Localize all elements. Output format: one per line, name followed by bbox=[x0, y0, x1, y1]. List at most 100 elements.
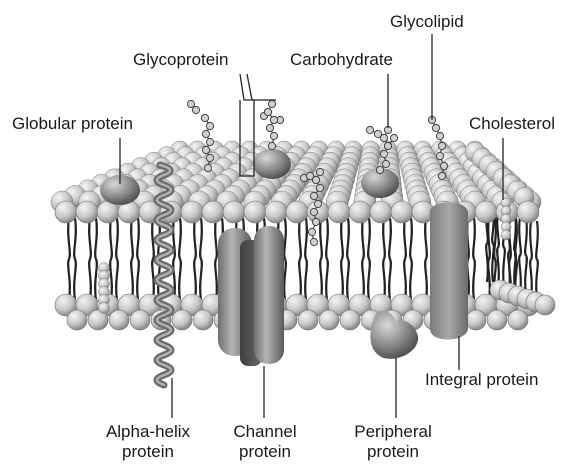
carbohydrate-chain-bead bbox=[380, 134, 387, 141]
alpha-helix-protein-label: Alpha-helix protein bbox=[98, 422, 198, 462]
lipid-tail bbox=[497, 209, 499, 286]
lipid-tail bbox=[110, 218, 112, 300]
phospholipid-head bbox=[172, 310, 192, 330]
phospholipid-head bbox=[328, 201, 350, 223]
phospholipid-head bbox=[55, 201, 77, 223]
cholesterol-unit bbox=[501, 230, 511, 240]
cholesterol-label: Cholesterol bbox=[469, 114, 555, 134]
glycoprotein-carbohydrate-bead bbox=[264, 108, 271, 115]
glycolipid-carbohydrate-bead bbox=[432, 124, 439, 131]
integral-protein bbox=[430, 202, 468, 339]
carbohydrate-chain-bead bbox=[206, 154, 213, 161]
alpha-helix-label-line1: Alpha-helix bbox=[98, 422, 198, 442]
carbohydrate-chain-bead bbox=[366, 126, 373, 133]
carbohydrate-chain-bead bbox=[204, 164, 211, 171]
channel-protein-label: Channel protein bbox=[220, 422, 310, 462]
phospholipid-head bbox=[181, 201, 203, 223]
lipid-tail bbox=[74, 218, 76, 300]
carbohydrate-chain-bead bbox=[316, 184, 323, 191]
glycoprotein-carbohydrate-bead bbox=[270, 116, 277, 123]
lipid-tail bbox=[368, 218, 370, 300]
carbohydrate-chain-bead bbox=[314, 200, 321, 207]
glycoprotein-carbohydrate-bead bbox=[270, 132, 277, 139]
lipid-tail bbox=[362, 218, 364, 300]
phospholipid-head bbox=[286, 201, 308, 223]
lipid-tail bbox=[95, 218, 97, 300]
glycolipid-carbohydrate-bead bbox=[438, 172, 445, 179]
phospholipid-head bbox=[319, 310, 339, 330]
phospholipid-head bbox=[517, 201, 539, 223]
glycolipid-carbohydrate-bead bbox=[438, 142, 445, 149]
phospholipid-head bbox=[508, 310, 528, 330]
carbohydrate-chain-bead bbox=[384, 142, 391, 149]
phospholipid-head bbox=[193, 310, 213, 330]
cholesterol-unit bbox=[99, 303, 110, 314]
phospholipid-head bbox=[349, 201, 371, 223]
carbohydrate-chain-bead bbox=[192, 106, 199, 113]
carbohydrate-chain-bead bbox=[308, 228, 315, 235]
phospholipid-head bbox=[466, 310, 486, 330]
lipid-tail bbox=[68, 218, 70, 300]
carbohydrate-chain-bead bbox=[202, 146, 209, 153]
lipid-tail bbox=[473, 218, 475, 300]
lipid-tail bbox=[326, 218, 328, 300]
lipid-tail bbox=[425, 218, 427, 300]
glycoprotein-carbohydrate-bead bbox=[268, 142, 275, 149]
lipid-tail bbox=[215, 218, 217, 300]
channel-label-line2: protein bbox=[220, 442, 310, 462]
lipid-tail bbox=[200, 218, 202, 300]
phospholipid-head bbox=[391, 201, 413, 223]
glycoprotein-carbohydrate-bead bbox=[266, 124, 273, 131]
lipid-tail bbox=[389, 218, 391, 300]
lipid-tail bbox=[530, 221, 532, 298]
phospholipid-head bbox=[535, 295, 555, 315]
lipid-tail bbox=[284, 218, 286, 300]
carbohydrate-chain-bead bbox=[382, 160, 389, 167]
lipid-tail bbox=[131, 218, 133, 300]
integral-protein-label: Integral protein bbox=[425, 370, 538, 390]
phospholipid-head bbox=[340, 310, 360, 330]
carbohydrate-chain-bead bbox=[206, 122, 213, 129]
globular-protein-label: Globular protein bbox=[12, 114, 133, 134]
lipid-tail bbox=[320, 218, 322, 300]
glycolipid-carbohydrate-bead bbox=[436, 132, 443, 139]
glycolipid-carbohydrate-bead bbox=[436, 152, 443, 159]
lipid-tail bbox=[116, 218, 118, 300]
glycoprotein-leader bbox=[247, 74, 252, 100]
lipid-tail bbox=[179, 218, 181, 300]
carbohydrate-label: Carbohydrate bbox=[290, 50, 393, 70]
lipid-tail bbox=[89, 218, 91, 300]
phospholipid-head bbox=[244, 201, 266, 223]
carbohydrate-chain-bead bbox=[310, 238, 317, 245]
carbohydrate-chain-bead bbox=[201, 114, 208, 121]
lipid-tail bbox=[410, 218, 412, 300]
carbohydrate-chain-bead bbox=[312, 176, 319, 183]
lipid-tail bbox=[299, 218, 301, 300]
lipid-tail bbox=[347, 218, 349, 300]
lipid-tail bbox=[525, 217, 527, 294]
carbohydrate-chain-bead bbox=[202, 130, 209, 137]
lipid-tail bbox=[488, 218, 490, 300]
channel-protein-right bbox=[254, 226, 284, 364]
carbohydrate-chain-bead bbox=[310, 208, 317, 215]
peripheral-protein-label: Peripheral protein bbox=[343, 422, 443, 462]
phospholipid-head bbox=[202, 201, 224, 223]
phospholipid-head bbox=[298, 310, 318, 330]
phospholipid-head bbox=[265, 201, 287, 223]
peripheral-label-line1: Peripheral bbox=[343, 422, 443, 442]
carbohydrate-chain-bead bbox=[187, 100, 194, 107]
lipid-tail bbox=[194, 218, 196, 300]
glycoprotein bbox=[253, 149, 291, 179]
channel-label-line1: Channel bbox=[220, 422, 310, 442]
carbohydrate-chain-bead bbox=[380, 150, 387, 157]
phospholipid-head bbox=[130, 310, 150, 330]
phospholipid-head bbox=[109, 310, 129, 330]
phospholipid-head bbox=[223, 201, 245, 223]
lipid-tail bbox=[305, 218, 307, 300]
phospholipid-head bbox=[487, 310, 507, 330]
phospholipid-head bbox=[475, 201, 497, 223]
peripheral-label-line2: protein bbox=[343, 442, 443, 462]
lipid-tail bbox=[519, 217, 521, 294]
carbohydrate-chain-bead bbox=[390, 134, 397, 141]
